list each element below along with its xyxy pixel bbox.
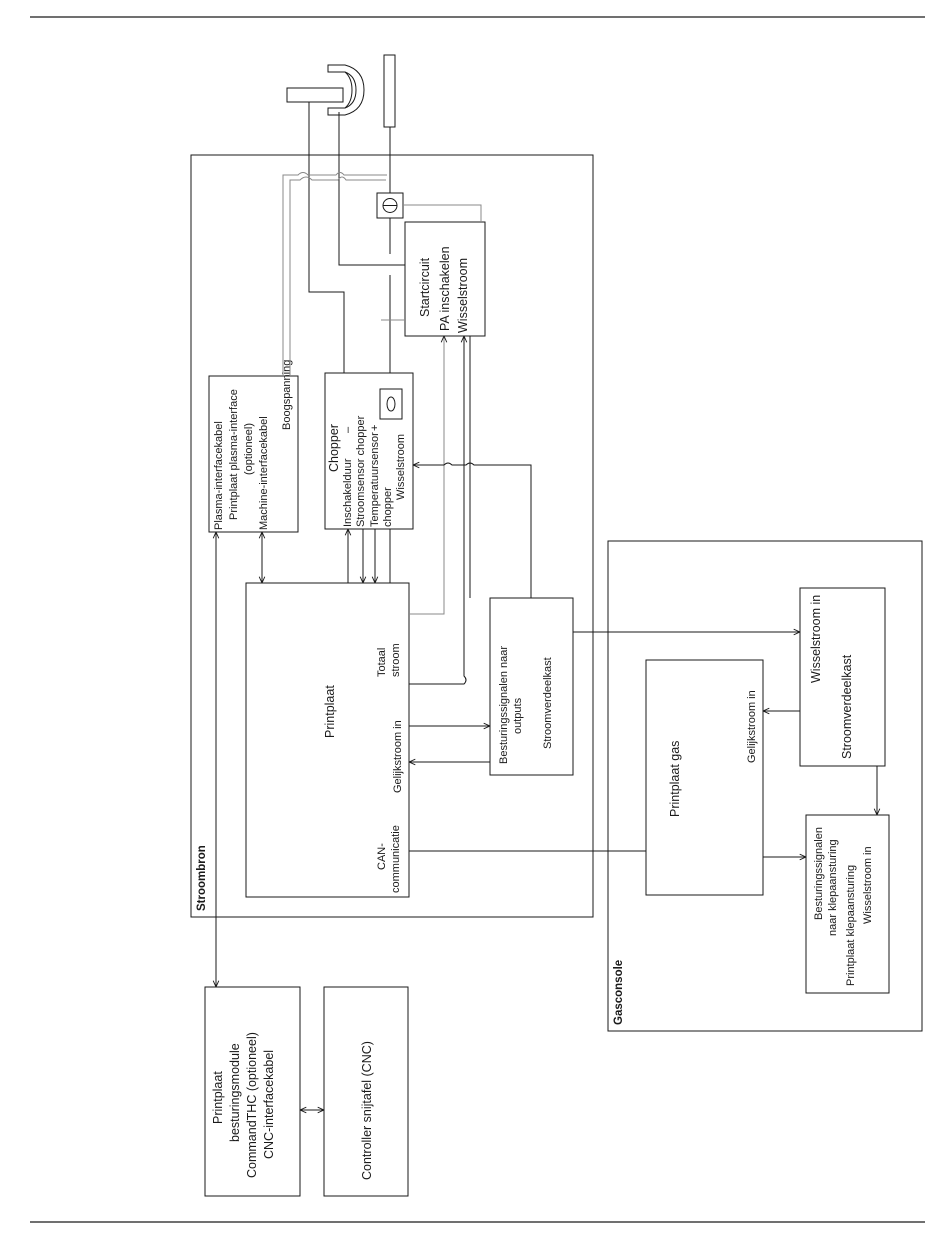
svg-text:PA inschakelen: PA inschakelen (438, 246, 452, 331)
svg-text:Chopper: Chopper (327, 424, 341, 472)
svg-text:CommandTHC (optioneel): CommandTHC (optioneel) (245, 1032, 259, 1178)
svg-text:Besturingssignalen naar: Besturingssignalen naar (498, 646, 510, 764)
svg-text:Plasma-interfacekabel: Plasma-interfacekabel (213, 421, 225, 530)
torch-electrode-shape (286, 87, 344, 103)
svg-text:Boogspanning: Boogspanning (281, 360, 293, 430)
besturingssignalen-box: Besturingssignalen naar outputs Stroomve… (489, 597, 574, 776)
chopper-current-sensor-icon (379, 388, 403, 420)
klepaansturing-box: Besturingssignalen naar klepaansturing P… (805, 814, 890, 994)
svg-text:Wisselstroom in: Wisselstroom in (809, 595, 823, 683)
svg-text:–: – (342, 426, 354, 433)
svg-text:CAN-: CAN- (376, 843, 388, 870)
svg-text:Wisselstroom: Wisselstroom (456, 258, 470, 333)
plasma-interface-box: Plasma-interfacekabel Printplaat plasma-… (208, 360, 299, 533)
svg-text:Printplaat: Printplaat (323, 685, 337, 738)
svg-text:Temperatuursensor: Temperatuursensor (369, 432, 381, 527)
svg-text:Wisselstroom in: Wisselstroom in (862, 846, 874, 924)
svg-text:outputs: outputs (512, 697, 524, 734)
svg-text:Printplaat klepaansturing: Printplaat klepaansturing (845, 865, 857, 986)
chopper-box: Chopper Inschakelduur – Stroomsensor cho… (324, 372, 414, 530)
gasconsole-label: Gasconsole (613, 960, 625, 1025)
svg-text:Inschakelduur: Inschakelduur (342, 458, 354, 527)
svg-text:+: + (369, 425, 381, 431)
svg-text:Startcircuit: Startcircuit (418, 257, 432, 317)
connection-lines (216, 102, 877, 1110)
svg-text:Wisselstroom: Wisselstroom (395, 434, 407, 500)
svg-text:Gelijkstroom in: Gelijkstroom in (392, 720, 404, 793)
svg-text:Stroomverdeelkast: Stroomverdeelkast (542, 657, 554, 749)
printplaat-gas-box: Printplaat gas Gelijkstroom in (645, 659, 764, 896)
svg-text:besturingsmodule: besturingsmodule (228, 1043, 242, 1142)
svg-text:Printplaat: Printplaat (211, 1071, 225, 1124)
commandthc-box: Printplaat besturingsmodule CommandTHC (… (204, 986, 301, 1197)
svg-text:Stroomverdeelkast: Stroomverdeelkast (840, 654, 854, 759)
startcircuit-box: Startcircuit PA inschakelen Wisselstroom (404, 221, 486, 337)
svg-text:Machine-interfacekabel: Machine-interfacekabel (258, 416, 270, 530)
svg-text:chopper: chopper (382, 487, 394, 527)
svg-text:Printplaat plasma-interface: Printplaat plasma-interface (228, 389, 240, 520)
workpiece-clamp-shape (383, 54, 396, 128)
svg-text:Totaal: Totaal (376, 648, 388, 677)
svg-text:stroom: stroom (390, 643, 402, 677)
cnc-controller-box: Controller snijtafel (CNC) (323, 986, 409, 1197)
wisselstroom-verdeelkast-box: Wisselstroom in Stroomverdeelkast (799, 587, 886, 767)
svg-text:CNC-interfacekabel: CNC-interfacekabel (262, 1050, 276, 1159)
svg-text:Besturingssignalen: Besturingssignalen (813, 827, 825, 920)
svg-text:naar klepaansturing: naar klepaansturing (827, 839, 839, 936)
stroombron-label: Stroombron (196, 845, 208, 911)
svg-text:Controller snijtafel (CNC): Controller snijtafel (CNC) (360, 1041, 374, 1180)
svg-text:Stroomsensor chopper: Stroomsensor chopper (355, 415, 367, 527)
printplaat-box: Printplaat Totaal stroom Gelijkstroom in… (245, 582, 410, 898)
svg-text:Gelijkstroom in: Gelijkstroom in (746, 690, 758, 763)
svg-text:Printplaat gas: Printplaat gas (668, 741, 682, 817)
svg-text:(optioneel): (optioneel) (243, 423, 255, 475)
torch-nozzle-shape (327, 64, 365, 116)
svg-text:communicatie: communicatie (390, 825, 402, 893)
